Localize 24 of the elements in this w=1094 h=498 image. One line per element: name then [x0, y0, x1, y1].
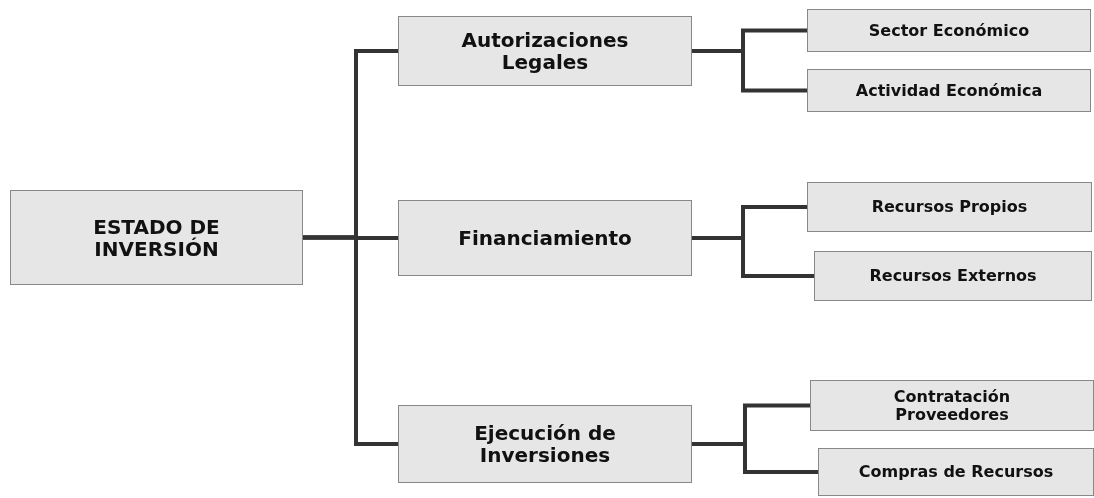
node-label: ESTADO DE INVERSIÓN	[92, 215, 221, 260]
node-label: Actividad Económica	[855, 81, 1043, 100]
node-label: Financiamiento	[458, 227, 632, 249]
node-label: Compras de Recursos	[858, 463, 1054, 481]
connector-line	[692, 236, 814, 278]
connector-line	[303, 235, 398, 446]
process-box	[398, 405, 692, 483]
node-label: Autorizaciones Legales	[460, 29, 630, 73]
process-box	[807, 182, 1092, 232]
process-box	[398, 16, 692, 86]
node-label: Ejecución de Inversiones	[473, 422, 617, 466]
node-label: Sector Económico	[868, 21, 1030, 40]
node-label: Recursos Externos	[869, 267, 1037, 285]
process-box	[814, 251, 1092, 301]
node-label: Recursos Propios	[871, 198, 1028, 216]
node-label: Contratación Proveedores	[892, 387, 1012, 424]
process-box	[398, 200, 692, 276]
process-box	[807, 69, 1091, 112]
connector-line	[692, 442, 818, 474]
connector-line	[692, 49, 807, 93]
process-box	[10, 190, 303, 285]
process-box	[810, 380, 1094, 431]
process-box	[818, 448, 1094, 496]
process-box	[807, 9, 1091, 52]
